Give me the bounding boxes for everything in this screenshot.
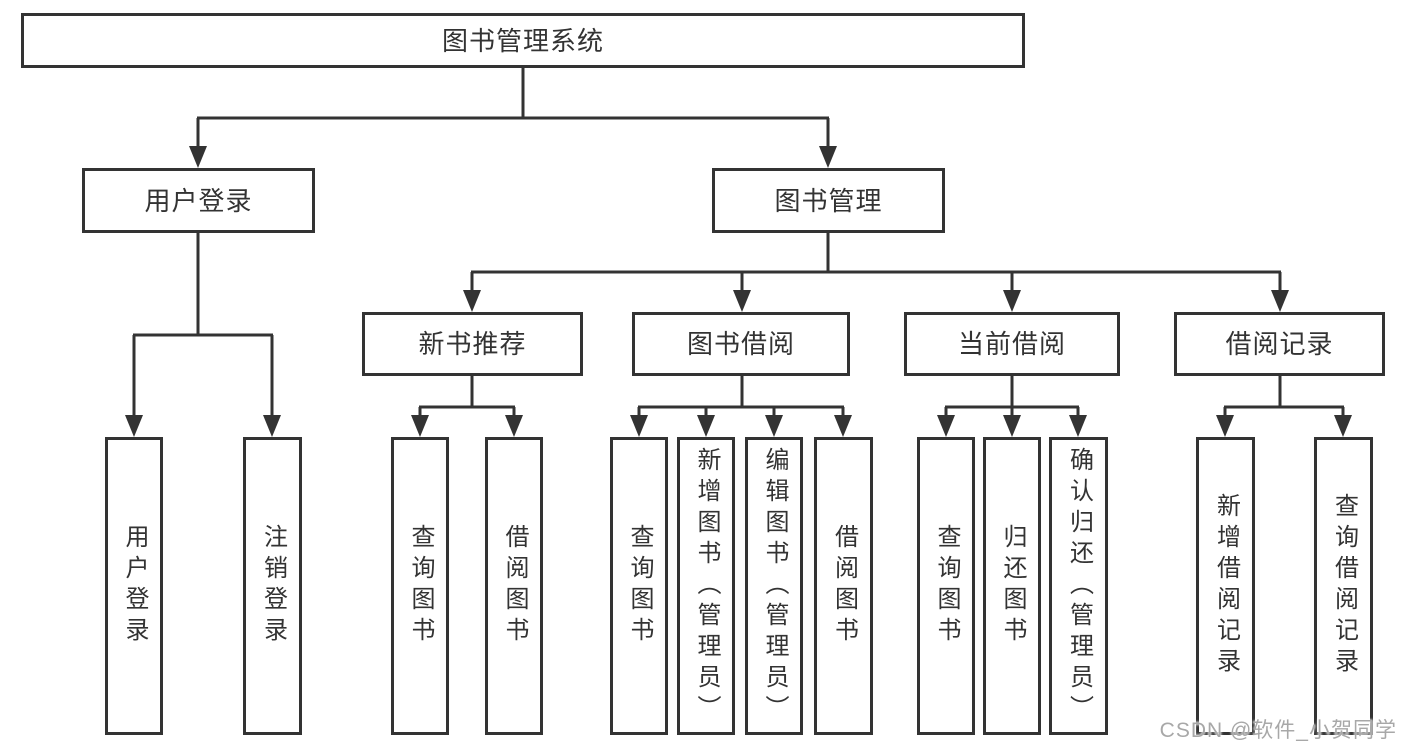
node-new-book-recommend: 新书推荐 [362, 312, 583, 376]
node-user-login: 用户登录 [82, 168, 315, 233]
node-book-management: 图书管理 [712, 168, 945, 233]
node-borrow-record: 借阅记录 [1174, 312, 1385, 376]
leaf-confirm-return-admin: 确认归还（管理员） [1049, 437, 1108, 735]
leaf-edit-book-admin: 编辑图书（管理员） [745, 437, 803, 735]
node-current-borrow: 当前借阅 [904, 312, 1120, 376]
leaf-logout: 注销登录 [243, 437, 302, 735]
arrowheads [125, 146, 1352, 437]
leaf-add-book-admin: 新增图书（管理员） [677, 437, 735, 735]
node-root-library-system: 图书管理系统 [21, 13, 1025, 68]
node-book-borrow: 图书借阅 [632, 312, 850, 376]
leaf-query-borrow-record: 查询借阅记录 [1314, 437, 1373, 735]
leaf-query-books-current: 查询图书 [917, 437, 975, 735]
leaf-borrow-books-recommend: 借阅图书 [485, 437, 543, 735]
leaf-query-books-borrow: 查询图书 [610, 437, 668, 735]
leaf-query-books-recommend: 查询图书 [391, 437, 449, 735]
leaf-add-borrow-record: 新增借阅记录 [1196, 437, 1255, 735]
csdn-watermark: CSDN @软件_小贺同学 [1159, 719, 1397, 742]
leaf-borrow-books: 借阅图书 [814, 437, 873, 735]
leaf-user-login: 用户登录 [105, 437, 163, 735]
leaf-return-books: 归还图书 [983, 437, 1041, 735]
